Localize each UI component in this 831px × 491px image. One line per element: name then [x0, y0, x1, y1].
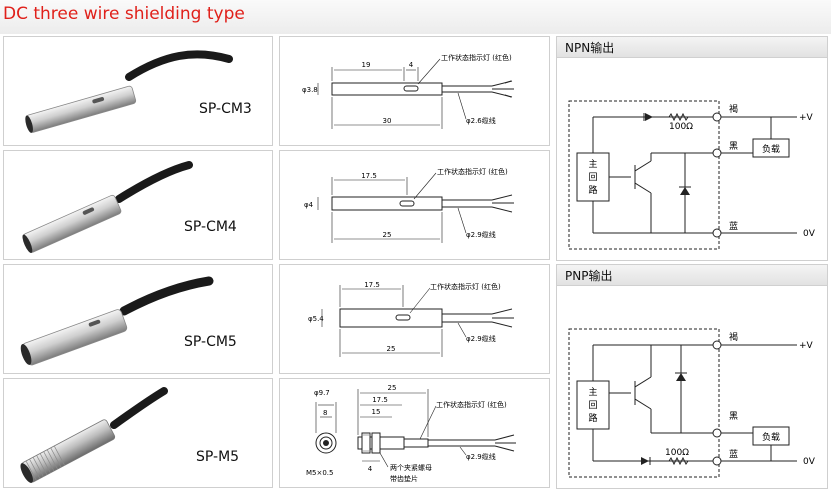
product-photo-cell: SP-CM3	[3, 36, 273, 146]
dimension-drawing: 17.5 25 φ5.4 工作状态指示灯 (红色) φ2.9缆线	[308, 281, 514, 357]
sensor-photo	[25, 50, 233, 133]
product-photo-cell: SP-CM5	[3, 264, 273, 374]
led-label: 工作状态指示灯 (红色)	[436, 400, 507, 409]
main-circuit-char: 路	[588, 184, 597, 196]
main-circuit-char: 路	[588, 412, 597, 424]
nut-label-line1: 两个夹紧螺母	[390, 463, 432, 472]
dimension-drawing-cell: φ9.7 8 M5×0.5 25 17.5 15 4 工作状态指示灯 (红色) …	[279, 378, 550, 488]
dim-diameter: φ5.4	[308, 315, 324, 323]
main-circuit-char: 回	[588, 172, 597, 183]
dim-diameter: φ4	[304, 201, 314, 209]
wire-black-label: 黑	[729, 411, 738, 422]
dim-length-total: 25	[383, 231, 392, 239]
dim-length-total: 30	[383, 117, 392, 125]
dim-length-top: 17.5	[361, 172, 377, 180]
vplus-label: +V	[799, 113, 814, 123]
main-circuit-char: 主	[588, 158, 597, 170]
dim-mid: 17.5	[372, 396, 388, 404]
cable-label: φ2.9缆线	[466, 452, 496, 461]
main-circuit-char: 主	[588, 386, 597, 398]
wire-blue-label: 蓝	[729, 448, 738, 460]
nut-label-line2: 带齿垫片	[390, 474, 418, 483]
npn-circuit-diagram: 主 回 路 100Ω 褐 黑 蓝	[568, 100, 816, 250]
dim-nut: 4	[368, 465, 373, 473]
panel-header: PNP输出	[557, 265, 827, 286]
cable-label: φ2.9缆线	[466, 230, 496, 239]
dim-length-top: 19	[362, 61, 371, 69]
dimension-drawing: 19 4 30 φ3.8 工作状态指示灯 (红色) φ2.6缆线	[302, 53, 514, 129]
panel-header: NPN输出	[557, 37, 827, 58]
led-label: 工作状态指示灯 (红色)	[430, 282, 501, 291]
led-label: 工作状态指示灯 (红色)	[441, 53, 512, 62]
cable-label: φ2.6缆线	[466, 116, 496, 125]
model-label: SP-M5	[196, 449, 240, 465]
wire-brown-label: 褐	[729, 332, 738, 343]
wire-brown-label: 褐	[729, 104, 738, 115]
vplus-label: +V	[799, 341, 814, 351]
thread-label: M5×0.5	[306, 469, 334, 477]
dim-length-small: 4	[409, 61, 414, 69]
sensor-photo	[22, 161, 193, 253]
pnp-output-panel: PNP输出 主 回 路 100Ω 褐 黑 蓝	[556, 264, 828, 489]
sensor-photo	[20, 276, 214, 366]
dimension-drawing-cell: 17.5 25 φ4 工作状态指示灯 (红色) φ2.9缆线	[279, 150, 550, 260]
page-title: DC three wire shielding type	[3, 4, 245, 24]
npn-output-panel: NPN输出 主 回 路 100Ω 褐 黑 蓝	[556, 36, 828, 261]
product-photo-cell: SP-CM4	[3, 150, 273, 260]
zero-volt-label: 0V	[803, 457, 816, 467]
dim-length-top: 17.5	[364, 281, 380, 289]
model-label: SP-CM3	[199, 101, 252, 117]
dimension-drawing: φ9.7 8 M5×0.5 25 17.5 15 4 工作状态指示灯 (红色) …	[306, 384, 516, 483]
resistor-label: 100Ω	[669, 122, 693, 132]
wire-blue-label: 蓝	[729, 220, 738, 232]
model-label: SP-CM5	[184, 334, 237, 350]
dimension-drawing: 17.5 25 φ4 工作状态指示灯 (红色) φ2.9缆线	[304, 167, 514, 243]
sensor-photo	[20, 387, 168, 483]
resistor-label: 100Ω	[665, 448, 689, 458]
zero-volt-label: 0V	[803, 229, 816, 239]
dim-length-total: 25	[387, 345, 396, 353]
panel-title: NPN输出	[565, 41, 615, 55]
load-label: 负载	[762, 143, 780, 155]
main-circuit-char: 回	[588, 400, 597, 411]
wire-black-label: 黑	[729, 141, 738, 152]
cable-label: φ2.9缆线	[466, 334, 496, 343]
product-photo-cell: SP-M5	[3, 378, 273, 488]
dim-phi: φ9.7	[314, 389, 330, 397]
led-label: 工作状态指示灯 (红色)	[437, 167, 508, 176]
dim-diameter: φ3.8	[302, 86, 318, 94]
model-label: SP-CM4	[184, 219, 237, 235]
panel-title: PNP输出	[565, 269, 613, 283]
pnp-circuit-diagram: 主 回 路 100Ω 褐 黑 蓝	[568, 328, 816, 478]
dimension-drawing-cell: 19 4 30 φ3.8 工作状态指示灯 (红色) φ2.6缆线	[279, 36, 550, 146]
page-header: DC three wire shielding type	[0, 0, 831, 34]
dim-thread-length: 15	[372, 408, 381, 416]
dimension-drawing-cell: 17.5 25 φ5.4 工作状态指示灯 (红色) φ2.9缆线	[279, 264, 550, 374]
load-label: 负载	[762, 431, 780, 443]
dim-total: 25	[388, 384, 397, 392]
dim-width: 8	[323, 409, 327, 417]
